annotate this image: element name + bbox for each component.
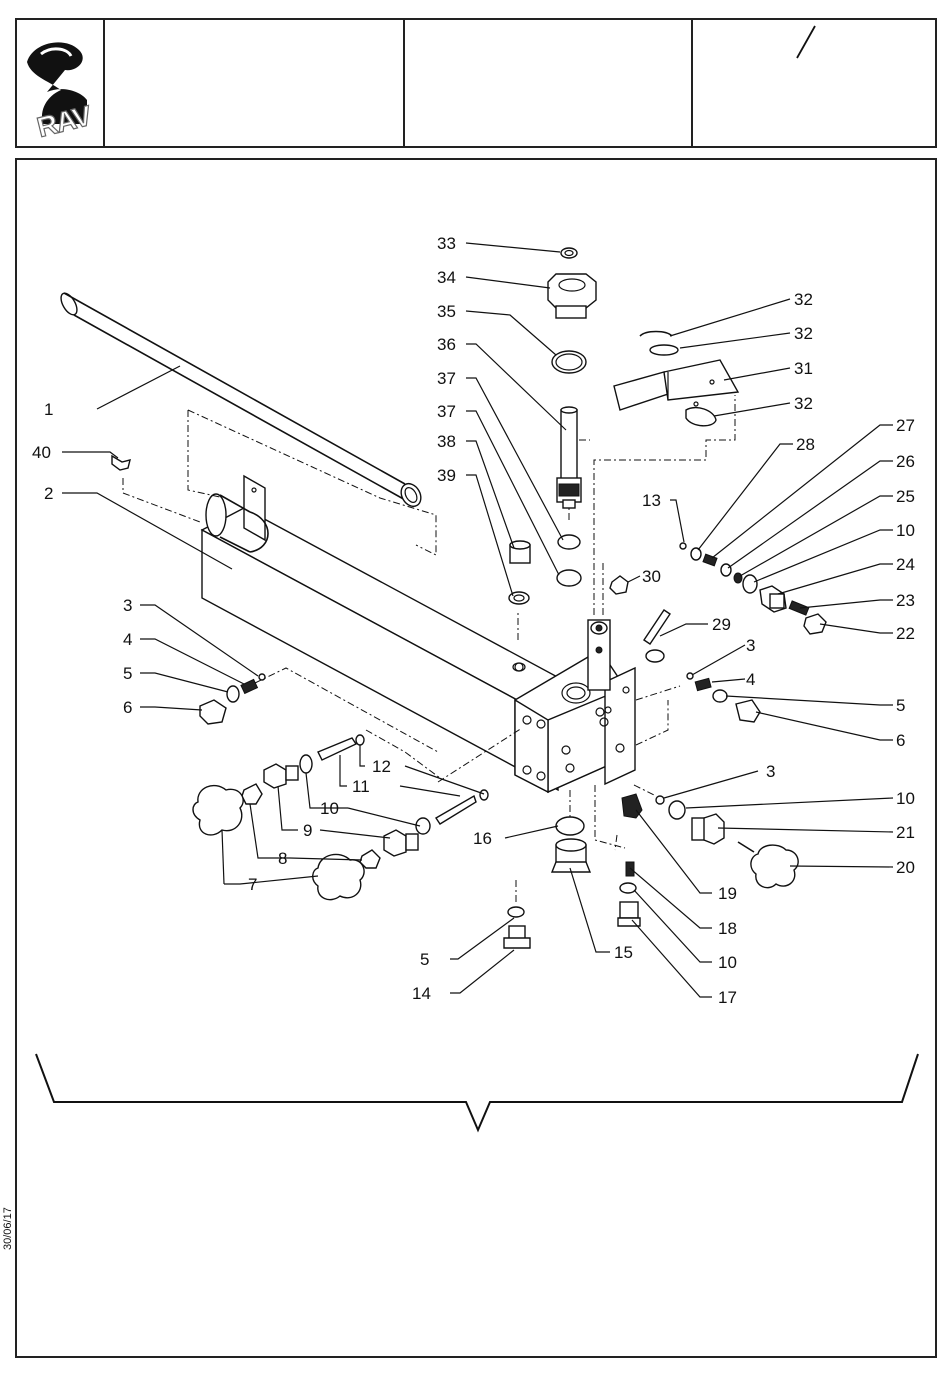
callout-19: 19 (718, 884, 737, 903)
spring-4a (241, 679, 257, 693)
ring-10a (300, 755, 312, 773)
ring-25 (734, 573, 742, 583)
callout-40: 40 (32, 443, 51, 462)
wing-screw-40 (112, 456, 130, 470)
ring-16 (556, 817, 584, 835)
callout-37b: 37 (437, 402, 456, 421)
callout-36: 36 (437, 335, 456, 354)
callout-18: 18 (718, 919, 737, 938)
ring-10d (669, 801, 685, 819)
fitting-9a (264, 764, 298, 788)
callout-15: 15 (614, 943, 633, 962)
knob-20 (738, 842, 798, 888)
plug-6b (736, 700, 760, 722)
ball-13 (680, 543, 686, 549)
callout-27: 27 (896, 416, 915, 435)
callout-11: 11 (352, 777, 370, 796)
ring-33 (561, 248, 577, 258)
knob-7b (313, 854, 364, 899)
callout-39: 39 (437, 466, 456, 485)
callout-7: 7 (248, 875, 257, 894)
callout-10d: 10 (896, 789, 915, 808)
callout-31: 31 (794, 359, 813, 378)
callout-13: 13 (642, 491, 661, 510)
ring-37b (557, 570, 581, 586)
callout-32c: 32 (794, 394, 813, 413)
ring-5c (508, 907, 524, 917)
callout-33: 33 (437, 234, 456, 253)
spring-11b (436, 796, 476, 824)
callout-21: 21 (896, 823, 915, 842)
callout-9: 9 (303, 821, 312, 840)
piston-36 (557, 407, 581, 508)
callout-29: 29 (712, 615, 731, 634)
callout-4b: 4 (746, 670, 755, 689)
ring-12a (356, 735, 364, 745)
clevis (588, 620, 610, 690)
ring-26 (721, 564, 731, 576)
callout-14: 14 (412, 984, 431, 1003)
callout-8: 8 (278, 849, 287, 868)
callout-30: 30 (642, 567, 661, 586)
nut-8a (242, 784, 262, 804)
ball-3a (259, 674, 265, 680)
fitting-9b (384, 830, 418, 856)
lever-31 (614, 332, 738, 426)
callout-5b: 5 (896, 696, 905, 715)
callout-5c: 5 (420, 950, 429, 969)
callout-35: 35 (437, 302, 456, 321)
callout-34: 34 (437, 268, 456, 287)
callout-4a: 4 (123, 630, 132, 649)
callout-17: 17 (718, 988, 737, 1007)
callout-2: 2 (44, 484, 53, 503)
ring-10c (743, 575, 757, 593)
ball-3c (656, 796, 664, 804)
callout-16: 16 (473, 829, 492, 848)
pin-29 (644, 610, 670, 662)
spring-4b (695, 678, 711, 690)
washer-5a (227, 686, 239, 702)
callout-3c: 3 (766, 762, 775, 781)
callout-6b: 6 (896, 731, 905, 750)
fitting-24 (760, 586, 786, 612)
plug-15 (552, 839, 590, 872)
knob-7a (193, 786, 243, 835)
fitting-14 (504, 926, 530, 948)
fitting-21 (692, 814, 724, 844)
callout-22: 22 (896, 624, 915, 643)
callout-24: 24 (896, 555, 915, 574)
ring-12b (480, 790, 488, 800)
plug-6a (200, 700, 226, 724)
fitting-30 (610, 576, 628, 594)
callout-10a: 10 (320, 799, 339, 818)
callout-25: 25 (896, 487, 915, 506)
callout-28: 28 (796, 435, 815, 454)
washer-5b (713, 690, 727, 702)
callout-10b: 10 (896, 521, 915, 540)
spring-11a (318, 738, 356, 760)
pump-body (202, 476, 635, 792)
callout-1: 1 (44, 400, 53, 419)
callout-6a: 6 (123, 698, 132, 717)
callout-3b: 3 (746, 636, 755, 655)
ball-3b (687, 673, 693, 679)
callout-5a: 5 (123, 664, 132, 683)
callout-37a: 37 (437, 369, 456, 388)
callout-32a: 32 (794, 290, 813, 309)
callout-10c: 10 (718, 953, 737, 972)
callout-20: 20 (896, 858, 915, 877)
callout-23: 23 (896, 591, 915, 610)
plug-17 (618, 902, 640, 926)
callout-32b: 32 (794, 324, 813, 343)
hex-nut-34 (548, 274, 596, 318)
ring-10e (620, 883, 636, 893)
spring-18 (626, 862, 634, 876)
ring-28 (691, 548, 701, 560)
grouping-brace (36, 1054, 918, 1130)
callout-12: 12 (372, 757, 391, 776)
callout-38: 38 (437, 432, 456, 451)
callout-26: 26 (896, 452, 915, 471)
callout-3a: 3 (123, 596, 132, 615)
